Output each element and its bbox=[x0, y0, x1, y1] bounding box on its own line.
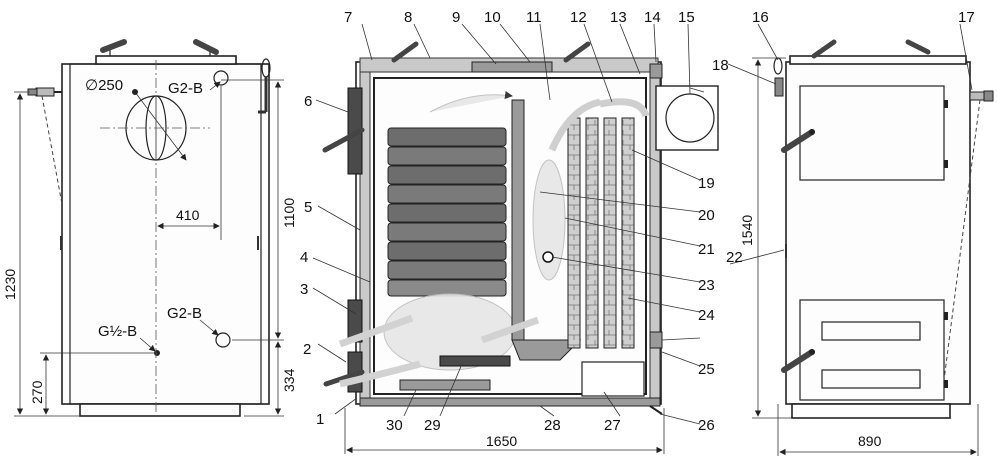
exchanger-tube-1 bbox=[567, 117, 581, 349]
callout-11: 11 bbox=[526, 9, 542, 26]
callout-6: 6 bbox=[304, 93, 312, 110]
callout-leaders bbox=[312, 23, 701, 425]
left-valve-icon bbox=[27, 87, 62, 97]
callout-10: 10 bbox=[484, 9, 501, 26]
firewood-stack bbox=[387, 127, 507, 297]
top-cover-block bbox=[471, 61, 553, 73]
air-vent-upper bbox=[821, 321, 921, 341]
outlet-top-icon bbox=[213, 70, 229, 86]
side-lever-icon bbox=[258, 58, 271, 114]
door-handle-icon bbox=[322, 127, 365, 153]
top-right-block bbox=[649, 63, 663, 79]
top-handle-right-icon bbox=[193, 39, 219, 56]
front-base bbox=[79, 403, 241, 417]
dim-1540-label: 1540 bbox=[739, 215, 755, 246]
callout-29: 29 bbox=[424, 417, 441, 434]
callout-7: 7 bbox=[344, 9, 352, 26]
side-casing bbox=[785, 61, 971, 405]
front-view: ∅250 G2-B G2-B G½-B 410 bbox=[2, 39, 297, 420]
outlet-top-label: G2-B bbox=[168, 80, 203, 97]
callout-2: 2 bbox=[303, 341, 311, 358]
callout-28: 28 bbox=[544, 417, 561, 434]
callout-3: 3 bbox=[300, 281, 308, 298]
callout-14: 14 bbox=[644, 9, 661, 26]
dim-1100-label: 1100 bbox=[281, 198, 297, 228]
dim-334-label: 334 bbox=[281, 368, 297, 392]
side-upper-handle-icon bbox=[781, 129, 815, 153]
callout-24: 24 bbox=[698, 307, 715, 324]
right-block bbox=[649, 331, 663, 349]
callout-5: 5 bbox=[304, 199, 312, 216]
partition-wall bbox=[511, 99, 525, 341]
callout-20: 20 bbox=[698, 207, 715, 224]
exchanger-tube-3 bbox=[603, 117, 617, 349]
side-top-handle-left-icon bbox=[811, 39, 837, 59]
front-top-cover bbox=[95, 55, 237, 65]
callout-27: 27 bbox=[604, 417, 621, 434]
callout-30: 30 bbox=[386, 417, 403, 434]
callout-26: 26 bbox=[698, 417, 715, 434]
callout-23: 23 bbox=[698, 277, 715, 294]
side-upper-door bbox=[799, 85, 945, 181]
exchanger-tube-2 bbox=[585, 117, 599, 349]
nozzle-icon bbox=[542, 251, 554, 263]
callout-12: 12 bbox=[570, 9, 587, 26]
outlet-bottom-label: G2-B bbox=[167, 305, 202, 322]
ash-door-handle-icon bbox=[323, 369, 365, 387]
side-lever-left-icon bbox=[773, 57, 784, 97]
callout-19: 19 bbox=[698, 175, 715, 192]
callout-numbers: 1 2 3 4 5 6 7 8 9 10 11 12 13 14 15 19 2… bbox=[300, 9, 715, 434]
callout-9: 9 bbox=[452, 9, 460, 26]
ash-tray bbox=[399, 379, 491, 391]
bottom-plate bbox=[359, 397, 661, 407]
exchanger-tube-4 bbox=[621, 117, 635, 349]
dim-890-label: 890 bbox=[858, 433, 882, 449]
side-lower-door bbox=[799, 299, 945, 401]
dim-270-label: 270 bbox=[29, 380, 45, 404]
dim-1650-label: 1650 bbox=[486, 433, 517, 449]
section-top-handle-left-icon bbox=[391, 41, 419, 63]
drain-label: G½-B bbox=[98, 323, 137, 340]
callout-21: 21 bbox=[698, 241, 715, 258]
callout-4: 4 bbox=[300, 249, 308, 266]
grate bbox=[439, 355, 511, 367]
side-right-valve-icon bbox=[969, 90, 994, 102]
side-top-cover bbox=[789, 55, 967, 65]
callout-16: 16 bbox=[752, 9, 769, 26]
water-jacket bbox=[373, 77, 647, 395]
side-view: 16 18 17 22 1540 890 bbox=[712, 9, 994, 456]
side-base bbox=[791, 403, 951, 419]
secondary-chamber bbox=[532, 159, 566, 281]
callout-17: 17 bbox=[958, 9, 975, 26]
callout-15: 15 bbox=[678, 9, 695, 26]
top-handle-left-icon bbox=[100, 39, 127, 56]
callout-18: 18 bbox=[712, 57, 729, 74]
flue-fan-housing bbox=[655, 85, 719, 151]
cleaning-box bbox=[581, 361, 645, 397]
side-lower-handle-icon bbox=[781, 349, 815, 373]
air-vent-lower bbox=[821, 369, 921, 389]
callout-8: 8 bbox=[404, 9, 412, 26]
callout-1: 1 bbox=[316, 411, 324, 428]
partition-base bbox=[511, 339, 582, 361]
callout-25: 25 bbox=[698, 361, 715, 378]
callout-13: 13 bbox=[610, 9, 627, 26]
side-top-handle-right-icon bbox=[905, 39, 931, 55]
outlet-bottom-icon bbox=[215, 332, 231, 348]
dim-1230-label: 1230 bbox=[2, 269, 18, 300]
dim-410-label: 410 bbox=[176, 207, 200, 223]
flue-diameter-label: ∅250 bbox=[85, 77, 123, 94]
section-top-handle-right-icon bbox=[563, 41, 591, 63]
section-view: 1 2 3 4 5 6 7 8 9 10 11 12 13 14 15 19 2… bbox=[300, 9, 719, 454]
callout-22: 22 bbox=[726, 249, 743, 266]
